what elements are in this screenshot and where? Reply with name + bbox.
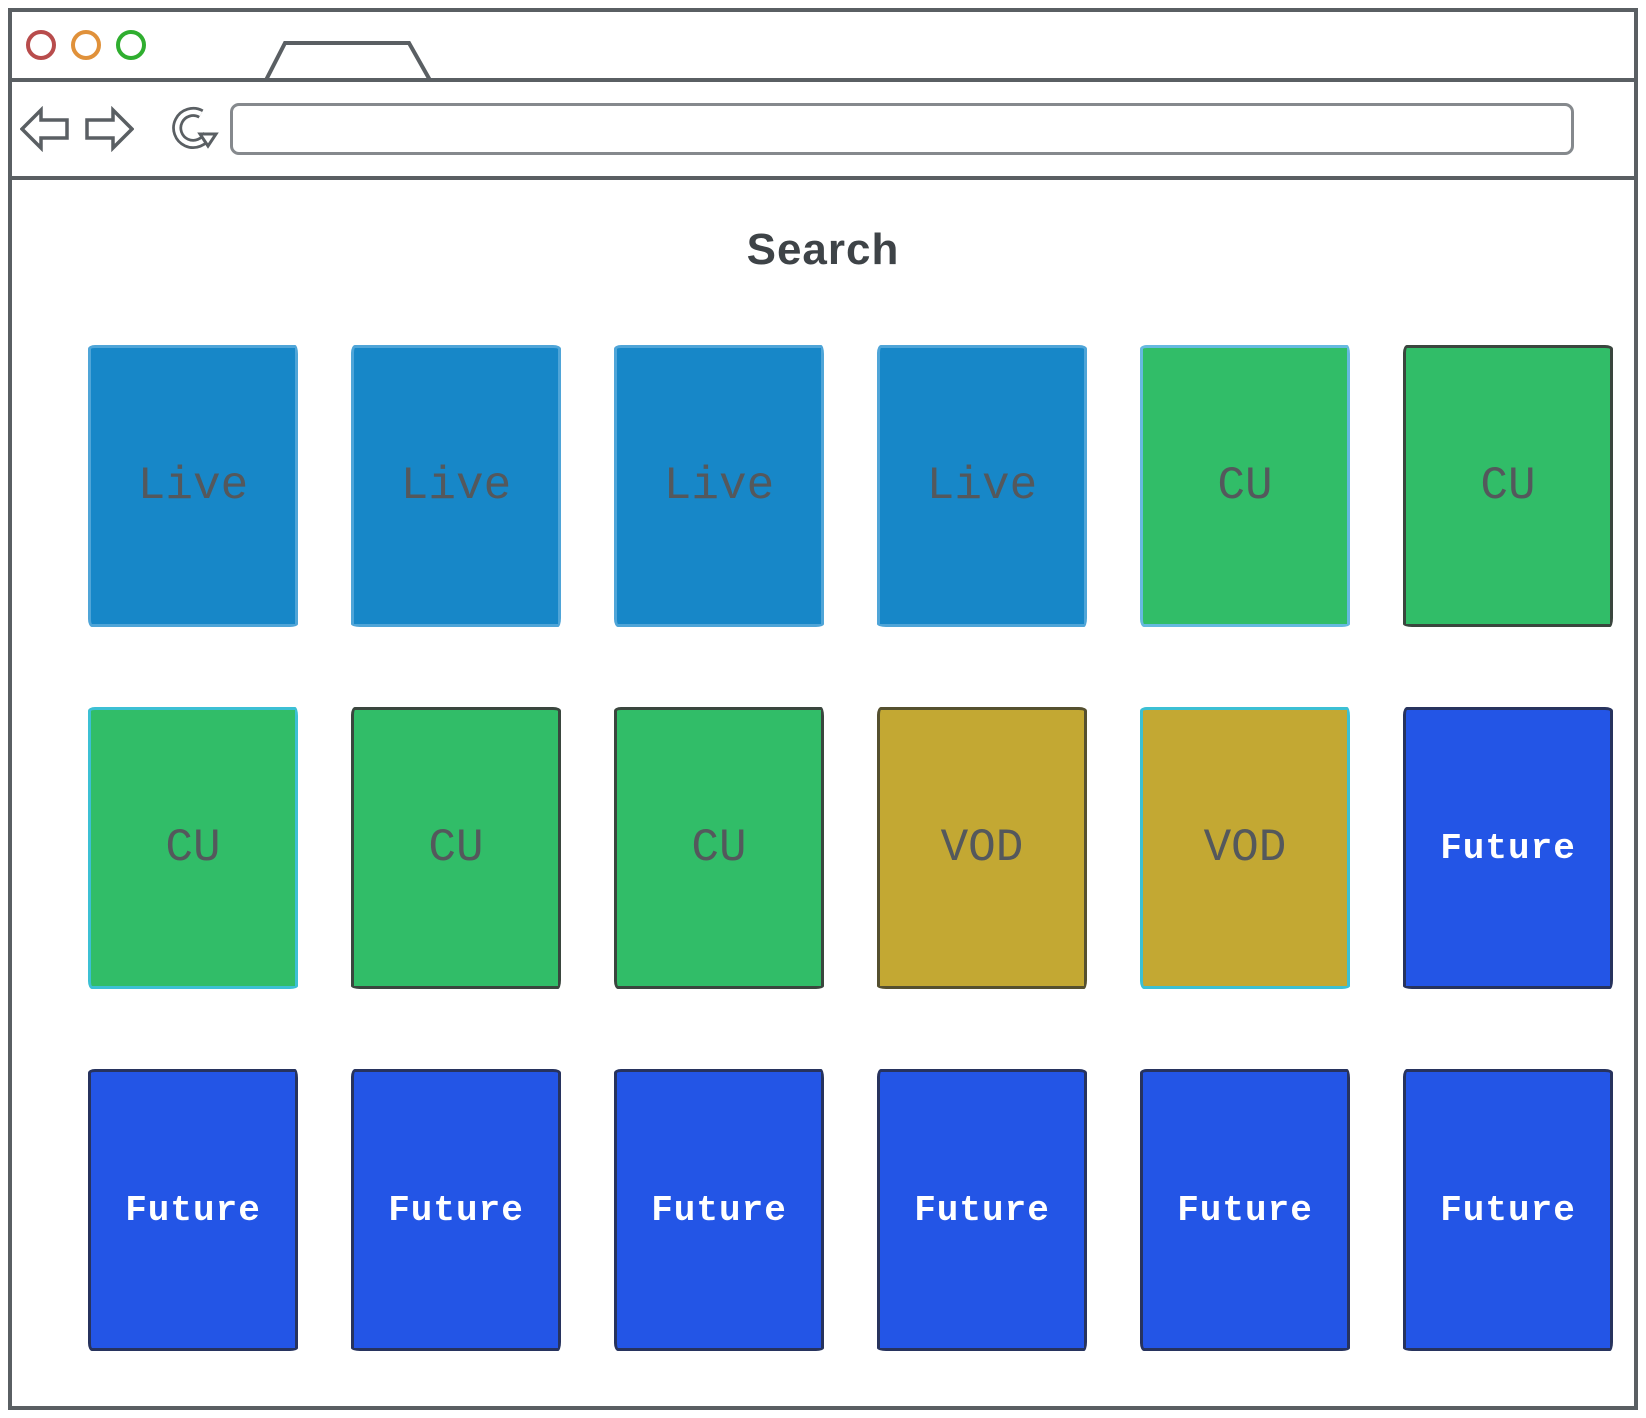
card-live-2[interactable]: Live xyxy=(351,345,561,627)
forward-arrow-icon[interactable] xyxy=(84,106,134,152)
card-live-1[interactable]: Live xyxy=(88,345,298,627)
card-future-5[interactable]: Future xyxy=(877,1069,1087,1351)
card-future-7[interactable]: Future xyxy=(1403,1069,1613,1351)
card-future-6[interactable]: Future xyxy=(1140,1069,1350,1351)
card-future-4[interactable]: Future xyxy=(614,1069,824,1351)
address-bar-input[interactable] xyxy=(233,106,1571,152)
window-close-button[interactable] xyxy=(26,30,56,60)
browser-toolbar xyxy=(12,82,1634,180)
page-title: Search xyxy=(746,225,900,274)
card-future-3[interactable]: Future xyxy=(351,1069,561,1351)
browser-titlebar xyxy=(12,12,1634,82)
card-vod-2[interactable]: VOD xyxy=(1140,707,1350,989)
refresh-icon[interactable] xyxy=(170,101,222,157)
card-future-1[interactable]: Future xyxy=(1403,707,1613,989)
card-live-3[interactable]: Live xyxy=(614,345,824,627)
browser-window: Search Live Live Live Live CU CU CU CU C… xyxy=(8,8,1638,1410)
back-arrow-icon[interactable] xyxy=(20,106,70,152)
window-maximize-button[interactable] xyxy=(116,30,146,60)
page-content: Search Live Live Live Live CU CU CU CU C… xyxy=(12,180,1634,1402)
card-cu-5[interactable]: CU xyxy=(614,707,824,989)
card-cu-2[interactable]: CU xyxy=(1403,345,1613,627)
results-grid: Live Live Live Live CU CU CU CU CU VOD V… xyxy=(88,345,1634,1351)
address-bar[interactable] xyxy=(230,103,1574,155)
browser-tab[interactable] xyxy=(262,40,434,82)
card-cu-3[interactable]: CU xyxy=(88,707,298,989)
card-live-4[interactable]: Live xyxy=(877,345,1087,627)
card-future-2[interactable]: Future xyxy=(88,1069,298,1351)
card-cu-1[interactable]: CU xyxy=(1140,345,1350,627)
window-minimize-button[interactable] xyxy=(71,30,101,60)
card-vod-1[interactable]: VOD xyxy=(877,707,1087,989)
card-cu-4[interactable]: CU xyxy=(351,707,561,989)
